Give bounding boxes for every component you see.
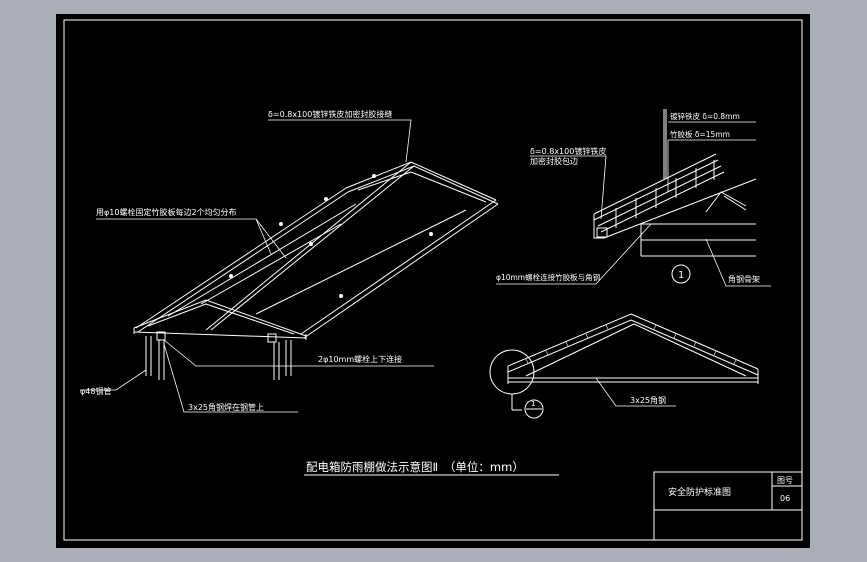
canopy-isometric-view [133,161,499,380]
label-roof-sheet: δ=0.8x100镀锌铁皮加密封胶接缝 [268,109,392,119]
title-block-no-label: 图号 [777,476,793,485]
title-block-name: 安全防护标准图 [668,486,731,498]
truss-detail-leaders [595,377,676,407]
drawing-sheet: δ=0.8x100镀锌铁皮加密封胶接缝 用φ10螺栓固定竹胶板每边2个均匀分布 … [56,14,810,548]
label-bolt-detail: φ10mm螺栓连接竹胶板与角钢 [496,272,600,282]
eave-detail-leaders [496,121,771,287]
marker-detail-2: 1 [531,400,535,408]
label-galv-sheet: 镀锌铁皮 δ=0.8mm [670,111,740,121]
label-angle-frame: 角钢骨架 [728,274,760,284]
label-angle-steel: 3x25角钢 [630,395,666,405]
drawing-title: 配电箱防雨棚做法示意图Ⅱ （单位：mm） [306,460,524,474]
label-bamboo-board: 竹胶板 δ=15mm [670,129,730,139]
marker-detail-1: 1 [678,270,684,281]
label-bolt-fix: 用φ10螺栓固定竹胶板每边2个均匀分布 [96,207,237,217]
label-bolt-updown: 2φ10mm螺栓上下连接 [318,354,402,364]
label-pipe: φ48钢管 [80,386,111,396]
sheet-border [63,19,803,541]
title-block-no: 06 [780,494,790,503]
eave-detail-view [593,109,757,284]
truss-detail-view [489,313,759,419]
title-block-frame [653,471,803,541]
drawing-canvas: δ=0.8x100镀锌铁皮加密封胶接缝 用φ10螺栓固定竹胶板每边2个均匀分布 … [63,19,803,541]
main-view-leaders [80,119,434,413]
label-angle-on-pipe: 3x25角钢焊在钢管上 [188,402,264,412]
label-detail-sheet: δ=0.8x100镀锌铁皮 加密封胶包边 [530,146,609,166]
